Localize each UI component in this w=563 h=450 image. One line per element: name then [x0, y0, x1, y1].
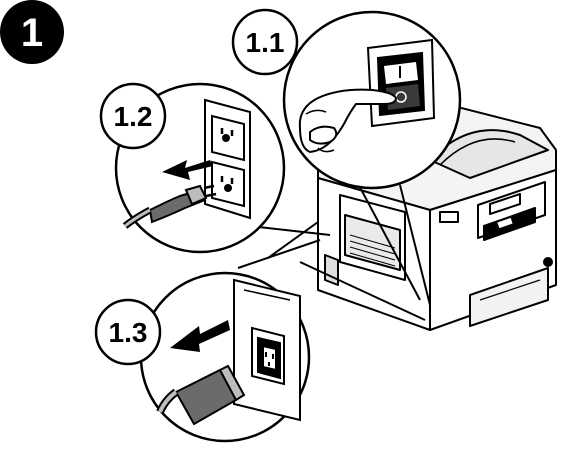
callout-label-1-3: 1.3 — [109, 317, 148, 348]
iec-power-inlet-icon — [234, 280, 300, 420]
wall-outlet-icon — [205, 100, 250, 218]
callout-wall-outlet: 1.2 — [101, 84, 284, 252]
step-number-badge: 1 — [0, 0, 64, 64]
step-number: 1 — [21, 11, 43, 55]
callout-label-1-2: 1.2 — [114, 101, 153, 132]
callout-label-1-1: 1.1 — [246, 27, 285, 58]
callout-printer-inlet: 1.3 — [96, 273, 309, 441]
rocker-switch-icon — [368, 40, 434, 126]
